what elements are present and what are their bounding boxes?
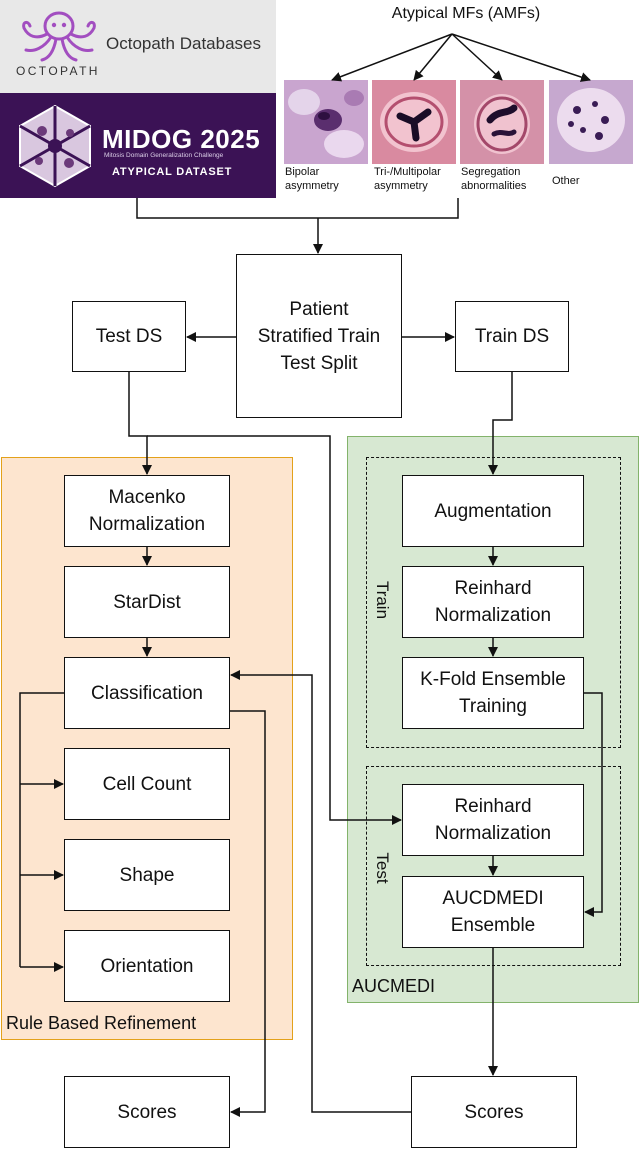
orientation-node: Orientation	[64, 930, 230, 1002]
midog-logo-panel	[0, 93, 276, 198]
midog-hexagon-icon	[19, 104, 91, 188]
thumb-multipolar	[372, 80, 456, 164]
midog-title: MIDOG 2025	[102, 124, 261, 154]
amf-title: Atypical MFs (AMFs)	[391, 5, 541, 22]
octopath-logo-panel: Octopath Databases OCTOPATH	[0, 0, 276, 93]
caption-other: Other	[552, 175, 580, 187]
thumb-bipolar	[284, 80, 368, 164]
octopus-icon	[22, 11, 96, 62]
arrow-amf-bipolar	[331, 33, 453, 82]
octopath-databases-label: Octopath Databases	[106, 34, 261, 53]
scores-left-node: Scores	[64, 1076, 230, 1148]
test-label: Test	[373, 852, 392, 884]
train-ds-node: Train DS	[455, 301, 569, 372]
cell-count-node: Cell Count	[64, 748, 230, 820]
classification-node: Classification	[64, 657, 230, 729]
midog-dataset-label: ATYPICAL DATASET	[112, 166, 233, 178]
train-label: Train	[373, 580, 392, 620]
shape-node: Shape	[64, 839, 230, 911]
macenko-node: Macenko Normalization	[64, 475, 230, 547]
thumb-segregation	[460, 80, 544, 164]
caption-bipolar: Bipolar asymmetry	[285, 166, 339, 192]
thumb-other	[549, 80, 633, 164]
reinhard-test-node: Reinhard Normalization	[402, 784, 584, 856]
arrow-amf-other	[451, 33, 591, 82]
caption-segregation: Segregation abnormalities	[461, 166, 527, 192]
reinhard-train-node: Reinhard Normalization	[402, 566, 584, 638]
test-ds-node: Test DS	[72, 301, 186, 372]
arrow-sources-merge	[136, 198, 459, 219]
arrow-amf-segregation	[451, 33, 503, 81]
octopath-wordmark: OCTOPATH	[16, 64, 100, 78]
augmentation-node: Augmentation	[402, 475, 584, 547]
kfold-node: K-Fold Ensemble Training	[402, 657, 584, 729]
split-node: Patient Stratified Train Test Split	[236, 254, 402, 418]
rule-based-refinement-label: Rule Based Refinement	[6, 1013, 197, 1033]
aucmedi-label: AUCMEDI	[352, 976, 436, 996]
stardist-node: StarDist	[64, 566, 230, 638]
aucdmedi-ensemble-node: AUCDMEDI Ensemble	[402, 876, 584, 948]
arrow-amf-multipolar	[413, 33, 453, 81]
midog-subtitle: Mitosis Domain Generalization Challenge	[104, 152, 224, 159]
scores-right-node: Scores	[411, 1076, 577, 1148]
caption-multipolar: Tri-/Multipolar asymmetry	[374, 166, 441, 192]
